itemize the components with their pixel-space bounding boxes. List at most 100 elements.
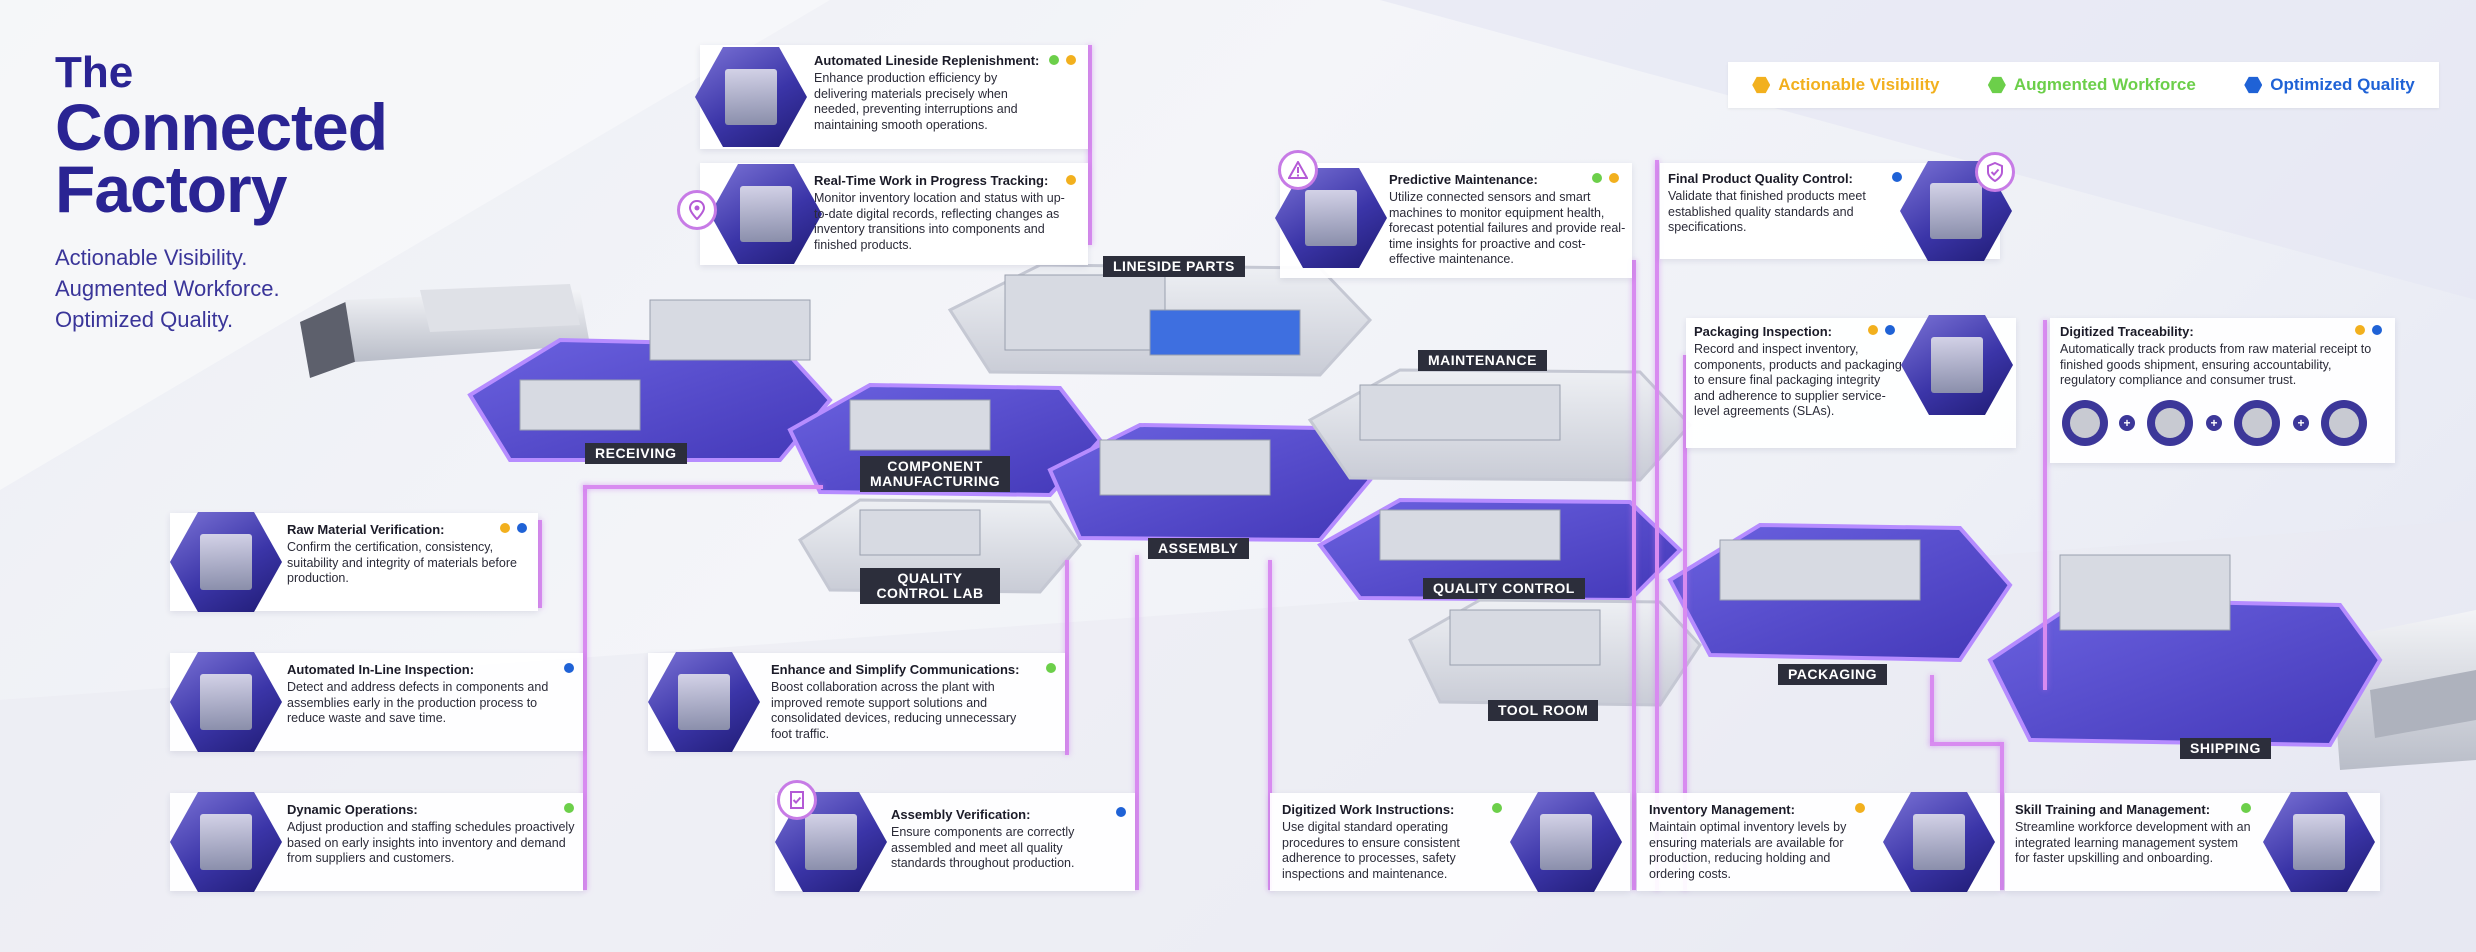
card-title: Inventory Management:: [1649, 802, 1795, 817]
card-title: Digitized Work Instructions:: [1282, 802, 1455, 817]
zone-label-packaging: PACKAGING: [1778, 664, 1888, 685]
hexagon-icon: [1987, 76, 2006, 94]
zone-label-assembly: ASSEMBLY: [1148, 538, 1249, 559]
card-tags: [1492, 803, 1502, 813]
tag-dot-visibility: [2355, 325, 2365, 335]
zone-label-maintenance: MAINTENANCE: [1418, 350, 1547, 371]
warning-icon: [1278, 150, 1318, 190]
tagline-line: Actionable Visibility.: [55, 245, 248, 270]
card-tags: [1046, 663, 1056, 673]
card-title: Assembly Verification:: [891, 807, 1031, 822]
card-body: Enhance production efficiency by deliver…: [814, 71, 1018, 132]
card-body: Validate that finished products meet est…: [1668, 189, 1866, 234]
tagline-line: Optimized Quality.: [55, 307, 234, 332]
connector-line: [1632, 260, 1636, 890]
card-title: Digitized Traceability:: [2060, 324, 2194, 339]
card-body: Ensure components are correctly assemble…: [891, 825, 1075, 870]
operator-desk-icon: [170, 792, 282, 892]
tag-dot-quality: [1885, 325, 1895, 335]
card-tags: [564, 803, 574, 813]
connector-line: [1135, 555, 1139, 890]
tag-dot-workforce: [1492, 803, 1502, 813]
card-title: Skill Training and Management:: [2015, 802, 2211, 817]
card-packaging-inspection: Packaging Inspection: Record and inspect…: [1686, 315, 2016, 448]
tag-dot-visibility: [1855, 803, 1865, 813]
card-tags: [1868, 325, 1895, 335]
card-tags: [1049, 55, 1076, 65]
zone-label-qclab: QUALITY CONTROL LAB: [860, 568, 1000, 604]
card-predictive-maintenance: Predictive Maintenance: Utilize connecte…: [1275, 163, 1632, 278]
card-raw-material-verification: Raw Material Verification: Confirm the c…: [170, 512, 538, 612]
tag-dot-workforce: [1049, 55, 1059, 65]
card-skill-training: Skill Training and Management: Streamlin…: [2005, 792, 2380, 892]
card-tags: [2355, 325, 2382, 335]
card-assembly-verification: Assembly Verification: Ensure components…: [775, 792, 1135, 892]
connector-line: [1930, 742, 2003, 746]
tag-dot-visibility: [1868, 325, 1878, 335]
legend-item-workforce: Augmented Workforce: [1987, 75, 2196, 95]
tag-dot-workforce: [2241, 803, 2251, 813]
connector-line: [1930, 675, 1934, 745]
connector-line: [1655, 160, 1659, 890]
zone-label-qc: QUALITY CONTROL: [1423, 578, 1585, 599]
card-tags: [564, 663, 574, 673]
plus-icon: +: [2119, 415, 2135, 431]
tag-dot-quality: [1892, 172, 1902, 182]
card-tags: [500, 523, 527, 533]
receiving-truck: [300, 284, 590, 378]
zone-label-toolroom: TOOL ROOM: [1488, 700, 1599, 721]
card-tags: [1892, 172, 1902, 182]
legend: Actionable Visibility Augmented Workforc…: [1728, 62, 2439, 108]
card-work-instructions: Digitized Work Instructions: Use digital…: [1270, 792, 1630, 892]
legend-label: Augmented Workforce: [2013, 75, 2196, 94]
card-body: Adjust production and staffing schedules…: [287, 820, 575, 865]
zone-label-component: COMPONENT MANUFACTURING: [860, 456, 1010, 492]
card-title: Raw Material Verification:: [287, 522, 445, 537]
hexagon-icon: [1752, 76, 1771, 94]
checkmark-shield-icon: [1975, 152, 2015, 192]
card-body: Confirm the certification, consistency, …: [287, 540, 517, 585]
card-communications: Enhance and Simplify Communications: Boo…: [648, 652, 1065, 752]
connector-line: [1088, 45, 1092, 245]
connector-line: [538, 520, 542, 608]
plus-icon: +: [2293, 415, 2309, 431]
connector-line: [1683, 355, 1687, 890]
card-body: Use digital standard operating procedure…: [1282, 820, 1460, 881]
tag-dot-visibility: [1609, 173, 1619, 183]
card-tags: [1116, 807, 1126, 817]
card-body: Automatically track products from raw ma…: [2060, 342, 2372, 387]
card-wip-tracking: Real-Time Work in Progress Tracking: Mon…: [700, 163, 1088, 265]
remote-support-icon: [648, 652, 760, 752]
card-tags: [1066, 175, 1076, 185]
connector-line: [583, 485, 587, 890]
card-body: Streamline workforce development with an…: [2015, 820, 2251, 865]
card-inline-inspection: Automated In-Line Inspection: Detect and…: [170, 652, 583, 752]
card-body: Monitor inventory location and status wi…: [814, 191, 1065, 252]
inventory-rack-icon: [710, 164, 822, 264]
tag-dot-visibility: [500, 523, 510, 533]
connector-line: [2043, 320, 2047, 690]
tag-dot-workforce: [1046, 663, 1056, 673]
connector-line: [583, 485, 823, 489]
card-title: Enhance and Simplify Communications:: [771, 662, 1020, 677]
tagline: Actionable Visibility. Augmented Workfor…: [55, 242, 387, 335]
packaging-scanner-icon: [1901, 315, 2013, 415]
card-body: Maintain optimal inventory levels by ens…: [1649, 820, 1847, 881]
tablet-worker-icon: [1510, 792, 1622, 892]
title-line-1: Connected: [55, 90, 388, 164]
lineside-robot-icon: [695, 47, 807, 147]
zone-label-receiving: RECEIVING: [585, 443, 687, 464]
card-dynamic-operations: Dynamic Operations: Adjust production an…: [170, 792, 583, 892]
tag-dot-workforce: [564, 803, 574, 813]
card-tags: [1855, 803, 1865, 813]
tag-dot-visibility: [1066, 55, 1076, 65]
tag-dot-workforce: [1592, 173, 1602, 183]
card-body: Boost collaboration across the plant wit…: [771, 680, 1017, 741]
card-title: Packaging Inspection:: [1694, 324, 1832, 339]
card-body: Utilize connected sensors and smart mach…: [1389, 190, 1626, 266]
legend-label: Actionable Visibility: [1778, 75, 1940, 94]
warehouse-shelf-icon: [1883, 792, 1995, 892]
zone-label-shipping: SHIPPING: [2180, 738, 2271, 759]
title-block: The Connected Factory Actionable Visibil…: [55, 50, 388, 335]
